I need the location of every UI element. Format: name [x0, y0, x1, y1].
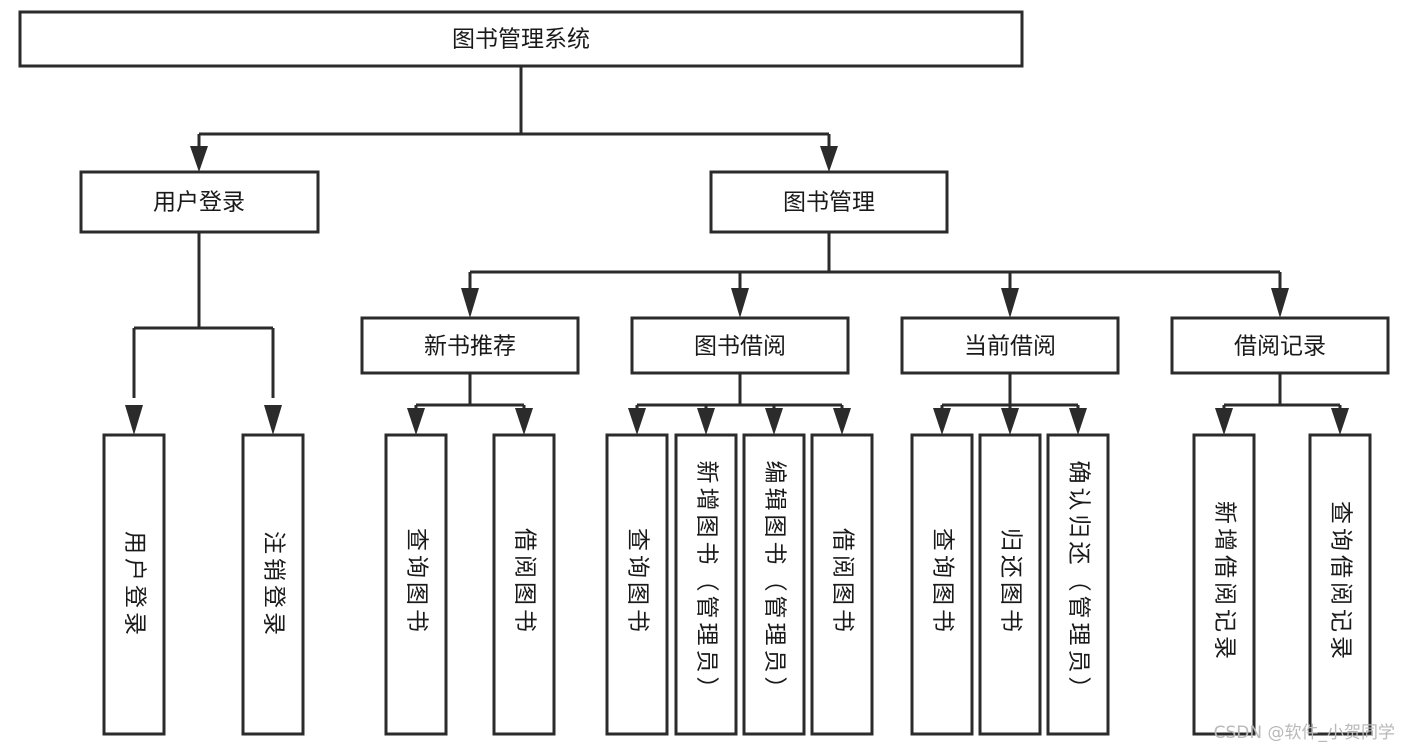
arrow-to-current-borrow: [1001, 288, 1019, 318]
arrow-leaf-user-login: [125, 405, 143, 435]
leaf-return-book-label: 归还图书: [998, 528, 1024, 636]
leaf-query-book-2[interactable]: 查询图书: [605, 433, 669, 736]
leaf-edit-book-label: 编辑图书（管理员）: [762, 461, 788, 704]
leaf-return-book[interactable]: 归还图书: [978, 433, 1042, 736]
node-root-label: 图书管理系统: [452, 27, 590, 53]
arrow-to-book-manage: [820, 146, 838, 172]
leaf-borrow-book-2-label: 借阅图书: [830, 528, 856, 636]
node-book-borrow-label: 图书借阅: [694, 334, 786, 360]
node-borrow-record-label: 借阅记录: [1234, 334, 1326, 360]
node-borrow-record-box[interactable]: [1170, 316, 1390, 375]
arrow-leaf-query-record: [1331, 408, 1349, 435]
leaf-edit-book[interactable]: 编辑图书（管理员）: [742, 433, 806, 736]
leaf-borrow-book-1-box[interactable]: [492, 433, 556, 736]
leaf-query-record[interactable]: 查询借阅记录: [1308, 433, 1372, 736]
leaf-query-book-3-label: 查询图书: [930, 528, 956, 636]
node-root[interactable]: 图书管理系统: [18, 10, 1024, 68]
arrow-leaf-query-book-1: [407, 408, 425, 435]
arrow-leaf-borrow-book-1: [515, 408, 533, 435]
leaf-query-book-3[interactable]: 查询图书: [910, 433, 974, 736]
arrow-leaf-confirm-return: [1069, 408, 1087, 435]
node-book-manage-label: 图书管理: [783, 190, 875, 216]
arrow-leaf-query-book-3: [933, 408, 951, 435]
leaf-borrow-book-2-box[interactable]: [810, 433, 874, 736]
leaf-user-login-label: 用户登录: [122, 531, 148, 639]
leaf-logout-box[interactable]: [241, 433, 305, 736]
leaf-query-book-1-box[interactable]: [384, 433, 448, 736]
leaf-confirm-return-box[interactable]: [1046, 433, 1110, 736]
node-current-borrow-label: 当前借阅: [964, 334, 1056, 360]
leaf-borrow-book-1-label: 借阅图书: [512, 528, 538, 636]
arrow-leaf-borrow-book-2: [833, 408, 851, 435]
leaf-confirm-return[interactable]: 确认归还（管理员）: [1046, 433, 1110, 736]
node-book-borrow-box[interactable]: [630, 316, 850, 375]
connectors: [125, 66, 1349, 435]
node-book-borrow[interactable]: 图书借阅: [630, 316, 850, 375]
leaf-confirm-return-label: 确认归还（管理员）: [1066, 461, 1092, 704]
node-book-manage-box[interactable]: [709, 170, 949, 234]
leaf-query-book-1-label: 查询图书: [404, 528, 430, 636]
node-new-book-rec-label: 新书推荐: [424, 334, 516, 360]
node-user-login-label: 用户登录: [153, 190, 245, 216]
arrow-to-borrow-record: [1271, 288, 1289, 318]
leaf-add-record-box[interactable]: [1192, 433, 1256, 736]
node-book-manage[interactable]: 图书管理: [709, 170, 949, 234]
leaf-add-book-label: 新增图书（管理员）: [694, 461, 720, 704]
node-current-borrow[interactable]: 当前借阅: [900, 316, 1120, 375]
leaf-user-login[interactable]: 用户登录: [102, 433, 166, 736]
arrow-leaf-return-book: [1001, 408, 1019, 435]
node-current-borrow-box[interactable]: [900, 316, 1120, 375]
arrow-to-book-borrow: [731, 288, 749, 318]
leaf-add-book[interactable]: 新增图书（管理员）: [674, 433, 738, 736]
arrow-leaf-add-book: [697, 408, 715, 435]
leaf-query-book-3-box[interactable]: [910, 433, 974, 736]
leaf-logout[interactable]: 注销登录: [241, 433, 305, 736]
arrow-to-user-login: [190, 146, 208, 172]
leaf-borrow-book-1[interactable]: 借阅图书: [492, 433, 556, 736]
leaf-return-book-box[interactable]: [978, 433, 1042, 736]
arrow-leaf-edit-book: [765, 408, 783, 435]
leaf-borrow-book-2[interactable]: 借阅图书: [810, 433, 874, 736]
leaf-logout-label: 注销登录: [261, 531, 287, 639]
arrow-leaf-logout: [264, 405, 282, 435]
node-user-login[interactable]: 用户登录: [79, 170, 320, 234]
node-root-box[interactable]: [18, 10, 1024, 68]
arrow-to-new-book-rec: [461, 288, 479, 318]
node-user-login-box[interactable]: [79, 170, 320, 234]
leaf-add-record[interactable]: 新增借阅记录: [1192, 433, 1256, 736]
leaf-query-book-2-label: 查询图书: [625, 528, 651, 636]
csdn-watermark: CSDN @软件_小贺同学: [1213, 723, 1395, 743]
leaf-add-book-box[interactable]: [674, 433, 738, 736]
leaf-query-record-box[interactable]: [1308, 433, 1372, 736]
arrow-leaf-query-book-2: [628, 408, 646, 435]
leaf-query-book-1[interactable]: 查询图书: [384, 433, 448, 736]
leaf-add-record-label: 新增借阅记录: [1212, 501, 1238, 663]
leaf-user-login-box[interactable]: [102, 433, 166, 736]
node-borrow-record[interactable]: 借阅记录: [1170, 316, 1390, 375]
leaf-query-book-2-box[interactable]: [605, 433, 669, 736]
arrow-leaf-add-record: [1215, 408, 1233, 435]
leaf-edit-book-box[interactable]: [742, 433, 806, 736]
node-new-book-rec-box[interactable]: [360, 316, 580, 375]
leaf-query-record-label: 查询借阅记录: [1328, 501, 1354, 663]
node-new-book-rec[interactable]: 新书推荐: [360, 316, 580, 375]
